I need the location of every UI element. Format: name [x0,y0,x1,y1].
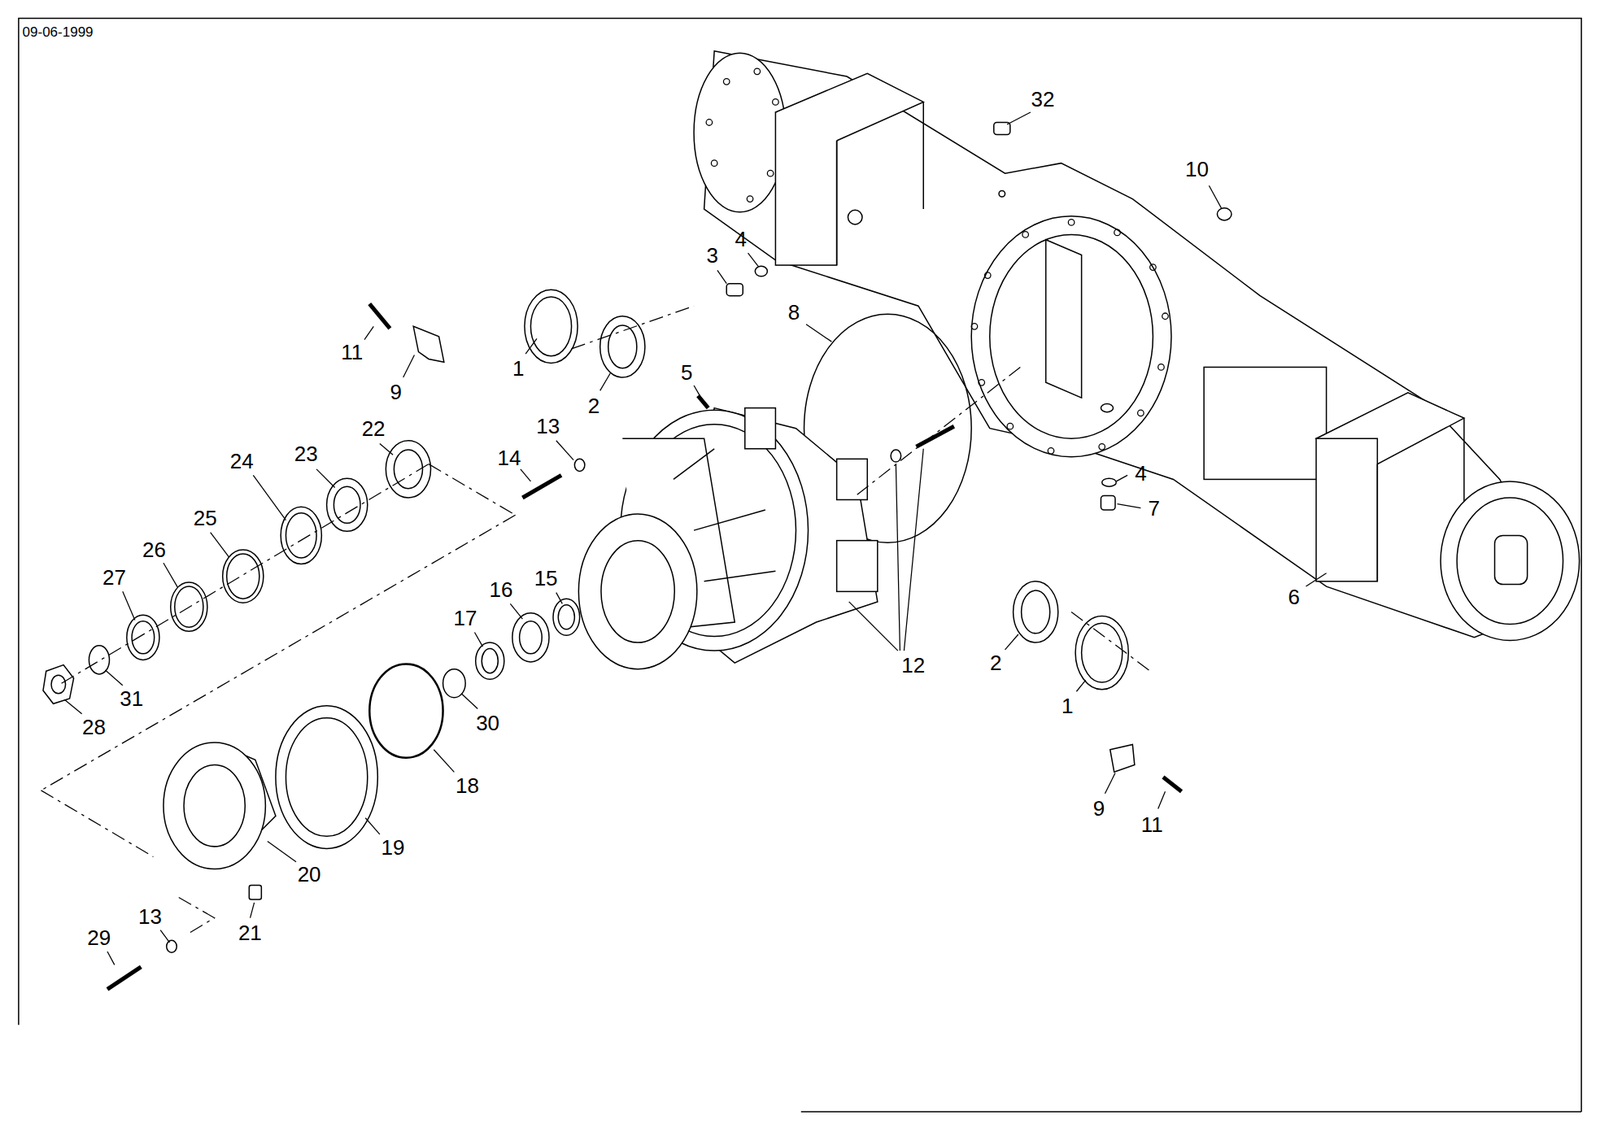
callout-number: 30 [475,712,500,734]
callout-number: 13 [536,415,560,437]
callout-number: 15 [534,567,559,589]
callout-number: 2 [989,652,1002,674]
callout-number: 8 [788,301,800,323]
callout-number: 2 [588,395,600,417]
callout-number: 7 [1148,497,1160,519]
callout-number: 27 [102,566,127,589]
callout-number: 14 [497,447,522,469]
callout-number: 11 [1141,814,1164,836]
callout-number: 4 [1134,462,1147,484]
callout-number: 13 [138,906,162,928]
callout-number: 1 [1061,695,1073,717]
callout-number: 5 [680,361,693,384]
callout-number: 10 [1185,158,1209,180]
callout-number: 28 [82,716,106,738]
callout-number: 22 [361,418,386,440]
callout-number: 29 [87,927,111,949]
callout-number: 18 [455,775,480,797]
callout-number: 17 [453,607,478,629]
callout-number: 20 [297,863,322,886]
callout-number: 25 [193,507,218,529]
callout-number: 12 [901,654,925,676]
callout-number: 1 [512,357,524,380]
callout-number: 16 [488,579,513,601]
callout-number: 23 [294,443,319,465]
callout-number: 4 [735,228,747,250]
callout-number: 32 [1031,88,1056,110]
callout-number: 19 [381,837,406,859]
callout-number: 31 [119,688,144,710]
callout-number: 6 [1287,586,1300,608]
callout-number: 3 [706,244,718,266]
callout-number: 9 [1093,797,1105,820]
callout-number: 9 [389,381,402,403]
callout-number: 11 [340,341,363,363]
date-stamp: 09-06-1999 [22,24,94,39]
callout-number: 26 [142,539,166,561]
callout-number: 21 [238,922,262,944]
callout-number: 24 [230,450,254,472]
